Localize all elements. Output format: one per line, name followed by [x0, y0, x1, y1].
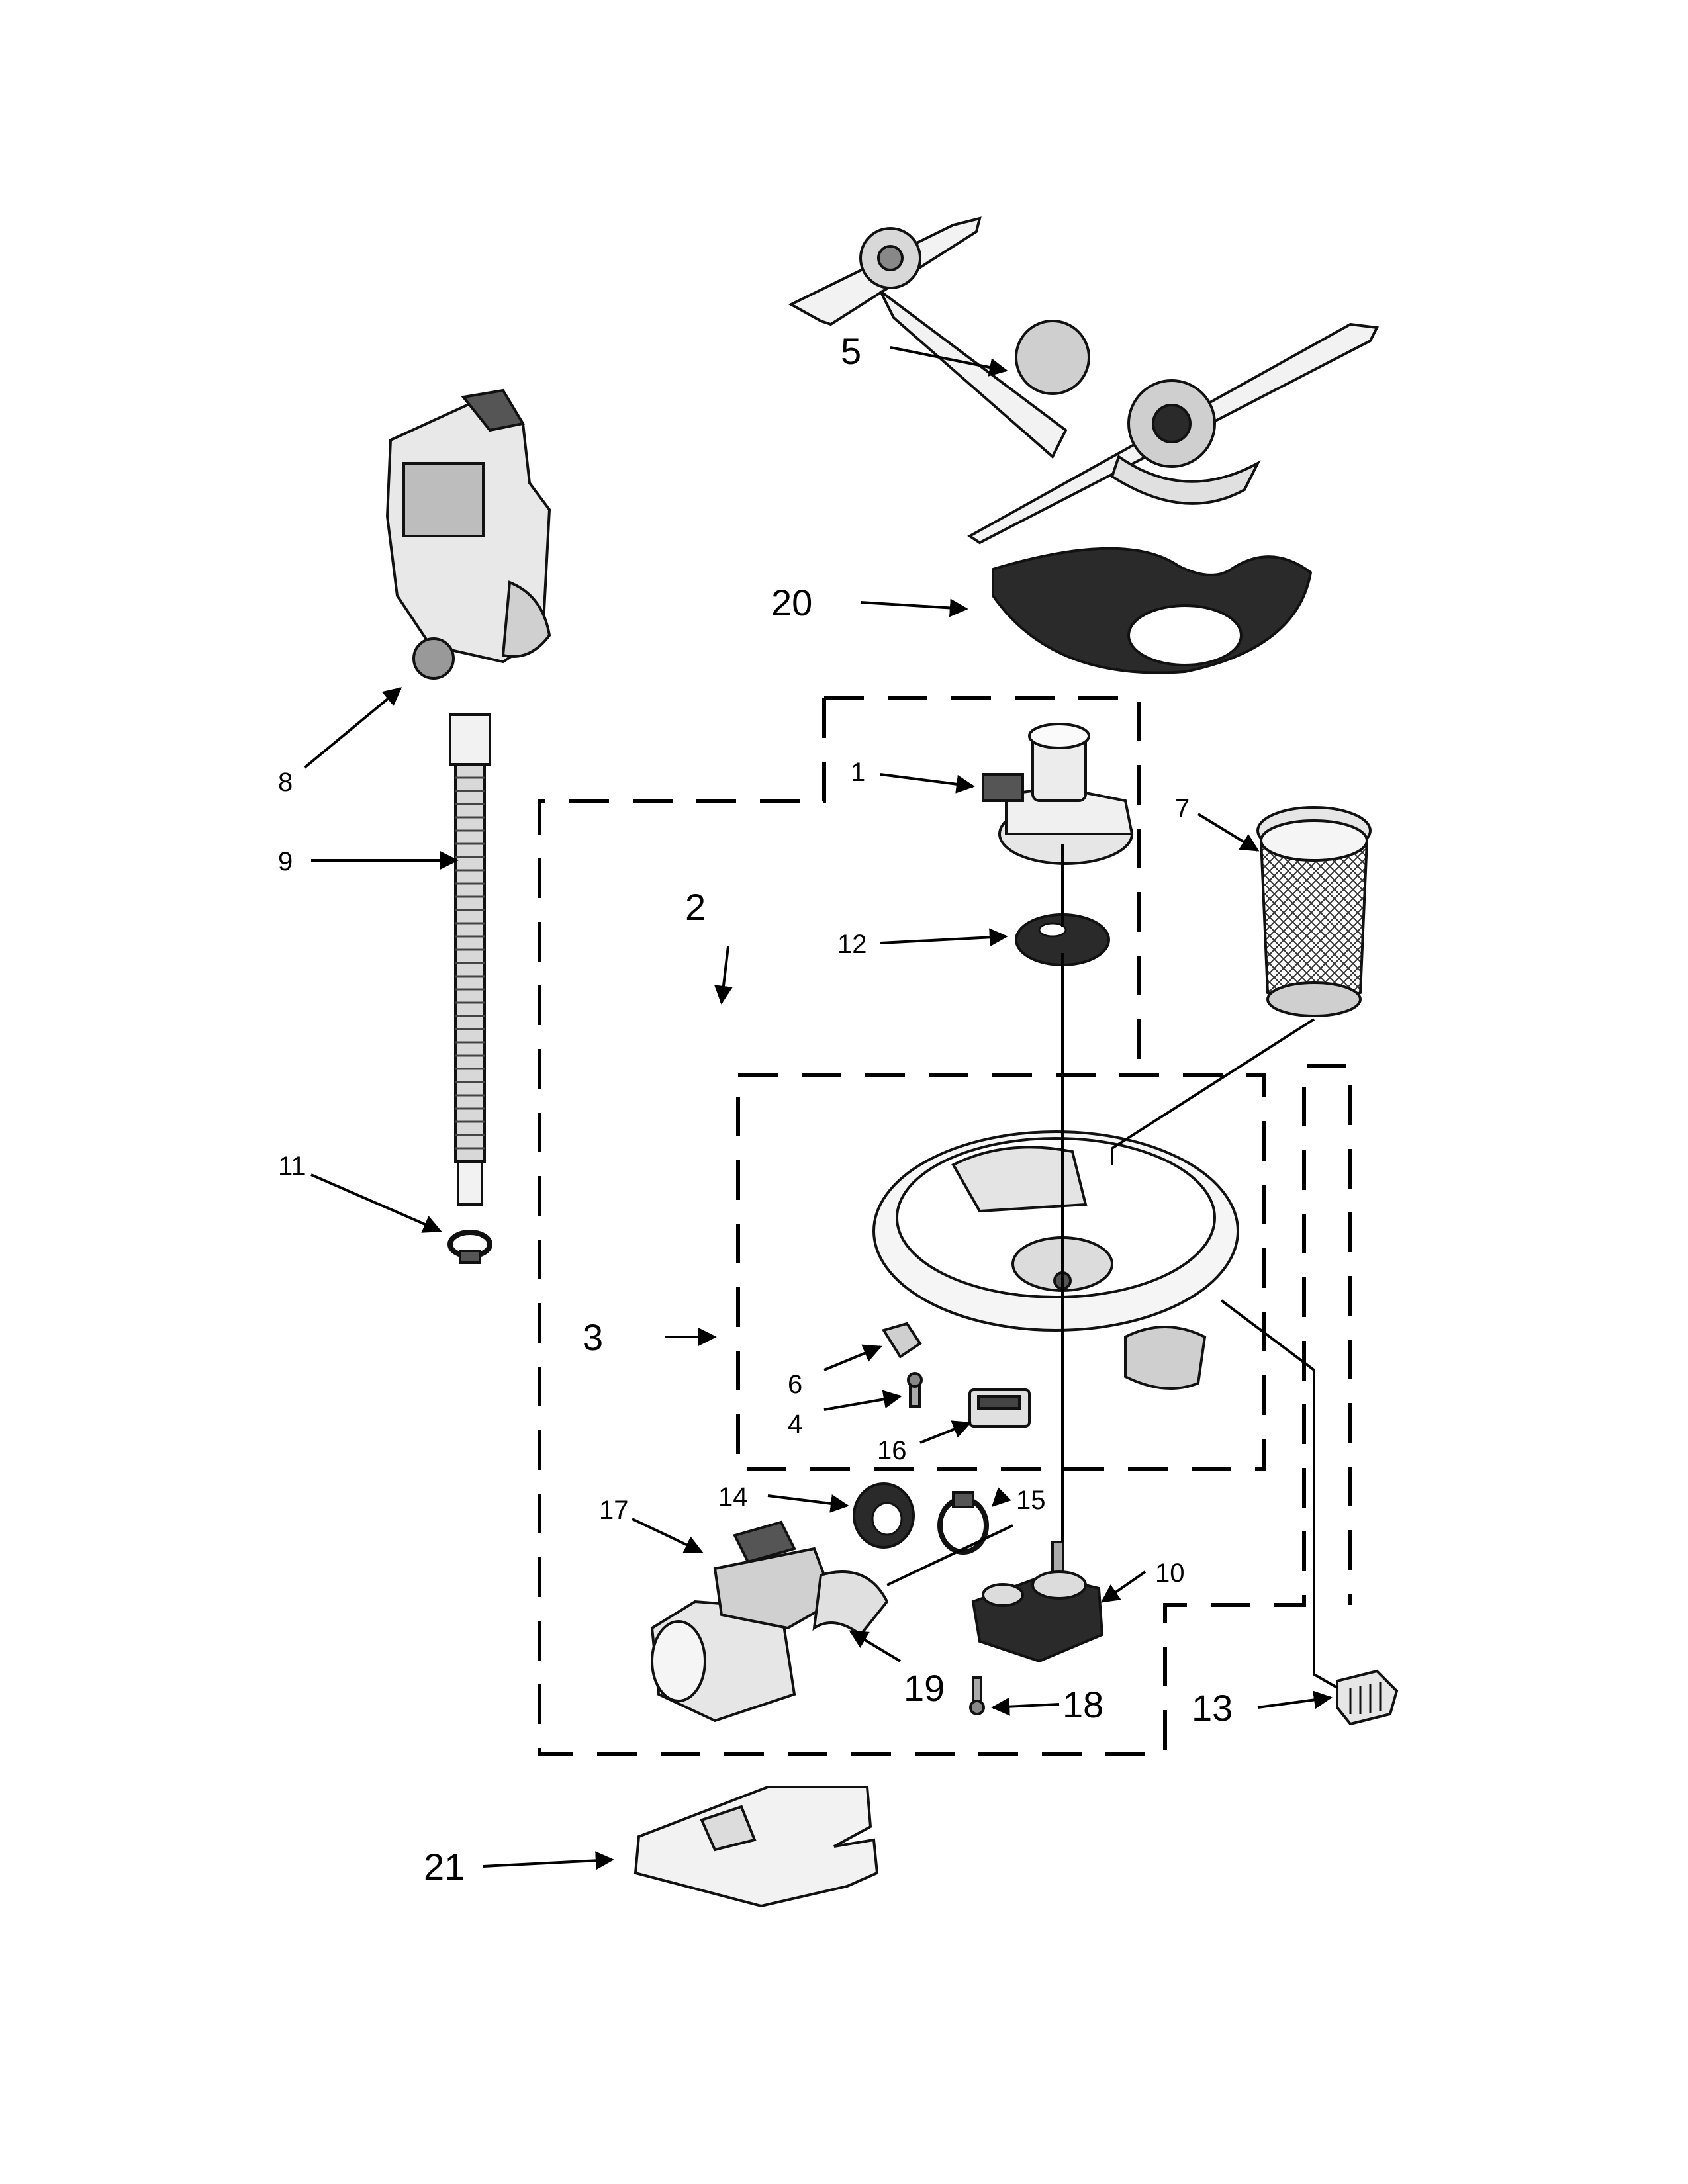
part-21-cover: [633, 1786, 879, 1908]
part-6-bracket: [881, 1322, 922, 1359]
part-4-screw: [907, 1372, 923, 1408]
assembly-2-outline: [538, 698, 1352, 1756]
part-19-hose: [812, 1570, 889, 1637]
callout-18: 18: [1062, 1684, 1103, 1725]
part-17-wash-motor: [650, 1520, 836, 1723]
callout-numbers: 5 20 8 9 2 1 12 7 11 3 6 4 16 14 15 17 1…: [278, 330, 1233, 1888]
part-3-sump: [872, 1130, 1239, 1390]
callout-15: 15: [1016, 1486, 1046, 1515]
part-15-clamp: [937, 1491, 989, 1555]
assembly-3-outline: [736, 1073, 1266, 1471]
callout-14: 14: [718, 1482, 748, 1512]
callout-8: 8: [278, 768, 293, 797]
callout-20: 20: [771, 582, 812, 623]
part-9-drain-hose: [449, 713, 491, 1206]
callout-1: 1: [851, 758, 865, 787]
callout-19: 19: [904, 1667, 945, 1709]
connection-lines: [886, 844, 1338, 1689]
callout-4: 4: [788, 1410, 802, 1439]
part-10-diverter-motor: [971, 1541, 1104, 1663]
part-11-hose-clamp: [447, 1230, 492, 1264]
callout-3: 3: [583, 1316, 603, 1358]
part-1-diverter: [982, 723, 1134, 865]
part-18-screw: [969, 1676, 985, 1715]
part-20-shield: [992, 547, 1313, 674]
part-7-filter: [1256, 806, 1372, 1017]
callout-16: 16: [877, 1436, 907, 1465]
part-13-sensor: [1336, 1669, 1399, 1726]
callout-11: 11: [278, 1152, 306, 1181]
callout-17: 17: [599, 1496, 629, 1525]
callout-6: 6: [788, 1370, 802, 1399]
assembly-2-top: [824, 696, 1141, 1072]
callout-2: 2: [685, 886, 706, 928]
callout-10: 10: [1155, 1559, 1185, 1588]
part-16-connector: [968, 1388, 1031, 1428]
callout-21: 21: [424, 1846, 465, 1888]
callout-7: 7: [1175, 794, 1190, 823]
callout-9: 9: [278, 847, 293, 876]
callout-5: 5: [841, 330, 861, 372]
callout-12: 12: [837, 930, 867, 959]
part-8-drain-pump: [385, 388, 551, 680]
leader-arrows: [303, 346, 1333, 1870]
assembly-boundaries: [538, 696, 1352, 1756]
callout-13: 13: [1192, 1687, 1233, 1729]
part-14-seal: [853, 1482, 915, 1549]
part-5-spray-arm-assembly: [788, 216, 1380, 545]
